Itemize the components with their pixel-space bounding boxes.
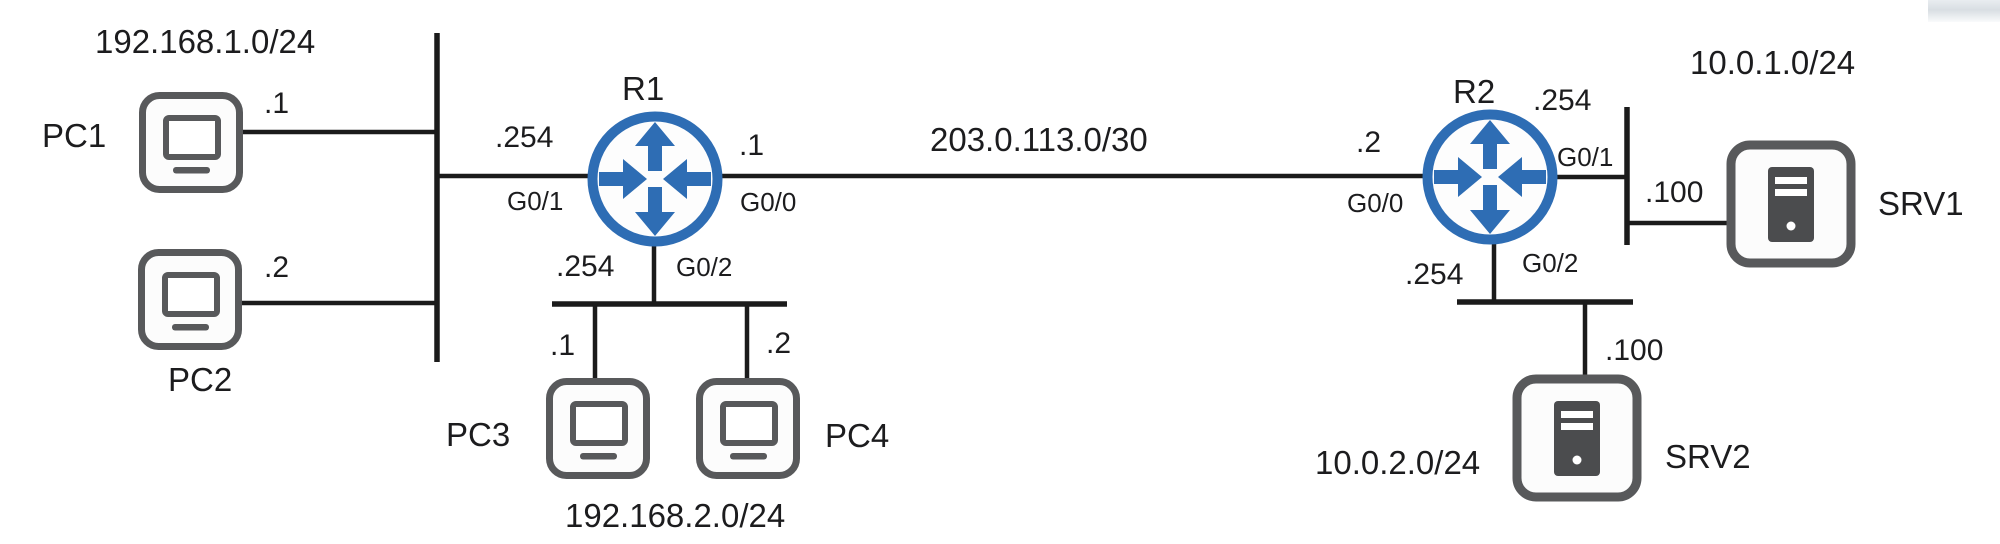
pc4-label: PC4 xyxy=(825,417,890,454)
pc2-label: PC2 xyxy=(168,361,233,398)
screenshot-edge-artifact xyxy=(1928,0,2000,22)
wan-network-label: 203.0.113.0/30 xyxy=(930,121,1148,158)
lan1-network-label: 192.168.1.0/24 xyxy=(95,23,316,60)
pc1-ip-label: .1 xyxy=(264,87,290,120)
srv2-label: SRV2 xyxy=(1665,438,1751,475)
srv2-server-icon xyxy=(1517,379,1637,497)
r2-g01-interface-label: G0/1 xyxy=(1557,142,1614,172)
pc3-label: PC3 xyxy=(446,416,511,453)
r1-g00-ip-label: .1 xyxy=(739,129,765,162)
r2-g02-interface-label: G0/2 xyxy=(1522,248,1579,278)
pc4-computer-icon xyxy=(700,382,797,476)
r2-router-icon xyxy=(1428,115,1553,240)
pc3-computer-icon xyxy=(550,382,647,476)
srv2net-network-label: 10.0.2.0/24 xyxy=(1315,444,1481,481)
pc1-computer-icon xyxy=(143,96,240,190)
r2-g01-ip-label: .254 xyxy=(1533,84,1592,117)
r1-g00-interface-label: G0/0 xyxy=(740,187,797,217)
srv1-ip-label: .100 xyxy=(1645,176,1704,209)
srv1-label: SRV1 xyxy=(1878,185,1964,222)
r1-g02-interface-label: G0/2 xyxy=(676,252,733,282)
lan2-network-label: 192.168.2.0/24 xyxy=(565,497,786,534)
r2-g00-ip-label: .2 xyxy=(1356,126,1382,159)
r2-g02-ip-label: .254 xyxy=(1405,258,1464,291)
r1-label: R1 xyxy=(622,70,665,107)
pc4-ip-label: .2 xyxy=(766,327,792,360)
pc1-label: PC1 xyxy=(42,117,107,154)
srv2-ip-label: .100 xyxy=(1605,334,1664,367)
pc2-computer-icon xyxy=(142,253,239,347)
r1-g02-ip-label: .254 xyxy=(556,250,615,283)
r1-g01-ip-label: .254 xyxy=(495,121,554,154)
srv1net-network-label: 10.0.1.0/24 xyxy=(1690,44,1856,81)
srv1-server-icon xyxy=(1731,145,1851,263)
pc3-ip-label: .1 xyxy=(550,329,576,362)
r1-router-icon xyxy=(593,117,718,242)
r2-g00-interface-label: G0/0 xyxy=(1347,188,1404,218)
r2-label: R2 xyxy=(1453,73,1496,110)
r1-g01-interface-label: G0/1 xyxy=(507,186,564,216)
pc2-ip-label: .2 xyxy=(264,251,290,284)
